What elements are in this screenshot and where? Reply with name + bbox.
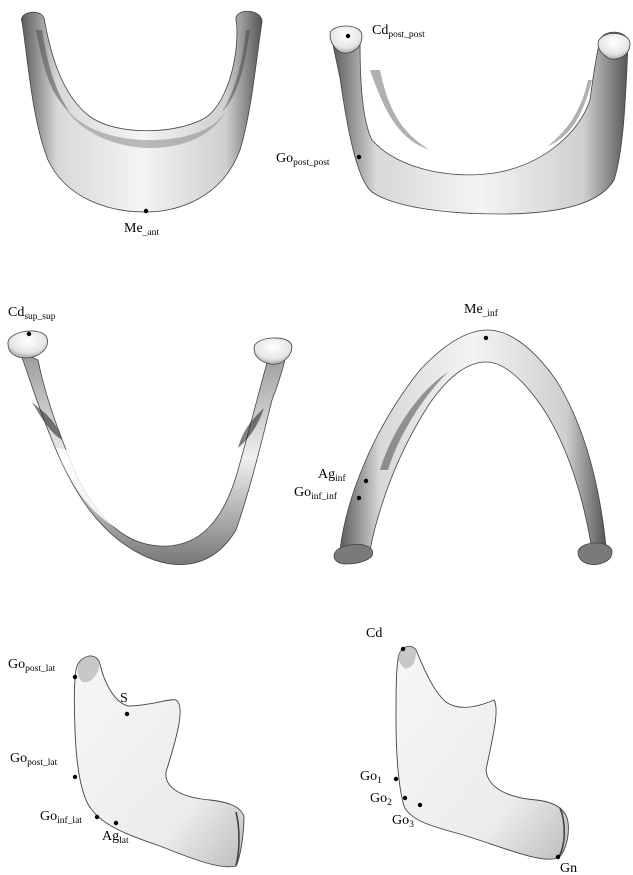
landmark-go3-point xyxy=(418,803,422,807)
mandible-lateral-left-body xyxy=(74,656,244,867)
landmark-me-inf-point xyxy=(484,336,488,340)
mandible-inferior-right-foot xyxy=(578,543,612,565)
landmark-gn-label: Gn xyxy=(560,861,577,875)
landmark-ag-inf-point xyxy=(364,479,368,483)
landmark-go-post-lat-2-label: Gopost_lat xyxy=(10,751,58,768)
mandible-inferior-left-foot xyxy=(334,544,373,564)
landmark-go-post-post-label: Gopost_post xyxy=(276,151,330,168)
landmark-me-ant-point xyxy=(144,209,148,213)
landmark-go2-label: Go2 xyxy=(370,791,392,808)
landmark-go-inf-inf-label: Goinf_inf xyxy=(294,485,338,502)
landmark-ag-lat-point xyxy=(114,821,118,825)
landmark-go-post-lat-2-point xyxy=(73,775,77,779)
mandible-inferior-arch xyxy=(340,330,606,550)
landmark-go1-label: Go1 xyxy=(360,769,382,786)
mandible-posterior-inner-shadow xyxy=(370,70,430,150)
mandible-lateral-left-view: Gopost_lat S Gopost_lat Goinf_lat Aglat xyxy=(8,656,244,867)
landmark-go-inf-lat-label: Goinf_lat xyxy=(40,809,82,826)
landmark-s-point xyxy=(125,712,129,716)
landmark-go1-point xyxy=(394,777,398,781)
mandible-superior-view: Cdsup_sup xyxy=(8,305,292,565)
landmark-go-inf-inf-point xyxy=(357,496,361,500)
landmark-cd-sup-sup-point xyxy=(27,332,31,336)
landmark-cd-post-post-label: Cdpost_post xyxy=(372,23,425,40)
mandible-anterior-view: Me_ant xyxy=(22,11,262,238)
landmark-ag-inf-label: Aginf xyxy=(318,467,347,484)
landmark-go-post-post-point xyxy=(357,155,361,159)
mandible-inferior-view: Me_inf Aginf Goinf_inf xyxy=(294,302,612,565)
landmark-go2-point xyxy=(403,796,407,800)
landmark-go3-label: Go3 xyxy=(392,813,414,830)
mandible-superior-right-condyle xyxy=(254,338,292,364)
mandible-posterior-view: Cdpost_post Gopost_post xyxy=(276,23,630,214)
landmark-s-label: S xyxy=(120,691,128,706)
landmark-me-inf-label: Me_inf xyxy=(464,302,499,319)
mandible-lateral-right-body xyxy=(396,646,568,859)
landmark-go-post-lat-1-point xyxy=(73,675,77,679)
landmark-go-inf-lat-point xyxy=(95,815,99,819)
landmark-me-ant-label: Me_ant xyxy=(124,221,159,238)
mandible-superior-lingual-band xyxy=(56,448,234,540)
landmark-cd-post-post-point xyxy=(346,34,350,38)
landmark-gn-point xyxy=(556,855,560,859)
landmark-cd-point xyxy=(401,647,405,651)
mandible-lateral-right-view: Cd Go1 Go2 Go3 Gn xyxy=(360,626,577,875)
landmark-cd-sup-sup-label: Cdsup_sup xyxy=(8,305,56,322)
landmark-go-post-lat-1-label: Gopost_lat xyxy=(8,657,56,674)
mandible-anterior-body xyxy=(22,11,262,212)
landmark-cd-label: Cd xyxy=(366,626,382,641)
mandible-posterior-body xyxy=(332,28,628,214)
